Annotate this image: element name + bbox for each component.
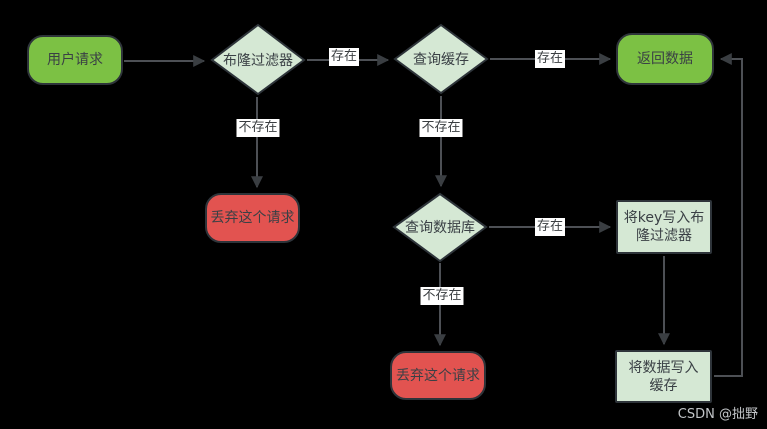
- node-query-cache-label: 查询缓存: [413, 52, 469, 68]
- edge-label-not-exists-2: 不存在: [419, 119, 463, 137]
- node-bloom-filter-shape: [210, 23, 306, 96]
- node-write-data-to-cache: 将数据写入 缓存: [615, 350, 712, 403]
- node-discard-request-1-label: 丢弃这个请求: [210, 210, 295, 226]
- edge-label-not-exists-3: 不存在: [420, 287, 464, 305]
- node-discard-request-2-label: 丢弃这个请求: [396, 367, 480, 384]
- node-bloom-filter-label: 布隆过滤器: [223, 53, 293, 69]
- node-query-database-label: 查询数据库: [405, 220, 475, 236]
- node-return-data: 返回数据: [616, 33, 714, 85]
- node-discard-request-2: 丢弃这个请求: [390, 351, 486, 400]
- edge-label-exists-1: 存在: [328, 48, 360, 66]
- node-discard-request-1: 丢弃这个请求: [205, 193, 300, 243]
- edge-label-exists-3: 存在: [534, 218, 566, 236]
- node-write-key-to-bloom: 将key写入布 隆过滤器: [616, 200, 712, 254]
- node-query-database-shape: [392, 192, 488, 263]
- node-user-request: 用户请求: [27, 35, 123, 85]
- edge-writecache-to-return: [714, 53, 743, 377]
- edge-label-not-exists-1: 不存在: [236, 119, 280, 137]
- edge-label-exists-2: 存在: [534, 50, 566, 68]
- node-user-request-label: 用户请求: [47, 52, 103, 68]
- node-return-data-label: 返回数据: [637, 51, 693, 67]
- node-query-cache-shape: [393, 23, 489, 95]
- node-write-data-to-cache-label: 将数据写入 缓存: [628, 359, 699, 394]
- watermark-text: CSDN @拙野: [677, 407, 758, 422]
- node-write-key-to-bloom-label: 将key写入布 隆过滤器: [623, 210, 705, 244]
